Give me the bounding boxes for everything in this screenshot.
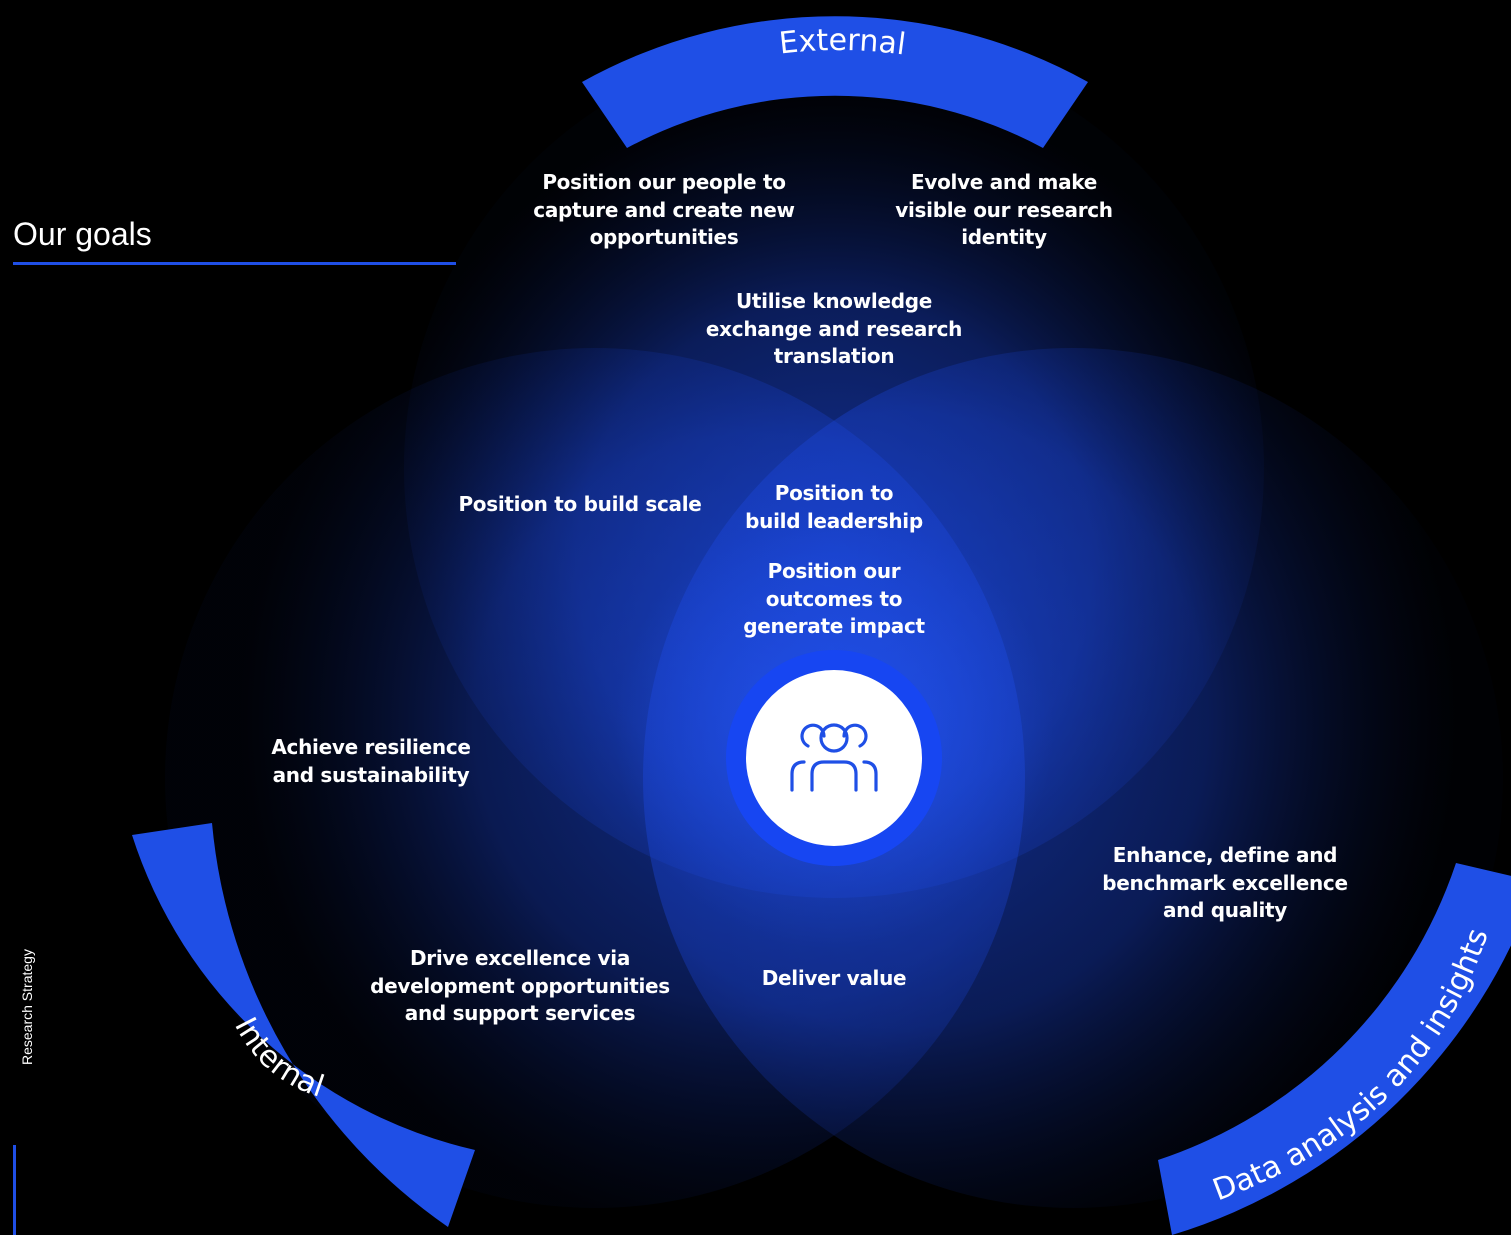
goal-generate-impact: Position our outcomes to generate impact (743, 559, 925, 638)
goal-deliver-value: Deliver value (761, 966, 907, 990)
document-label: Research Strategy (19, 949, 35, 1065)
center-badge (746, 670, 922, 846)
internal-band (132, 823, 475, 1227)
external-band (582, 16, 1088, 149)
goal-resilience: Achieve resilience and sustainability (271, 735, 471, 787)
goal-build-leadership: Position to build leadership (745, 481, 923, 533)
external-band-label: External (777, 23, 907, 63)
title-underline (13, 262, 456, 265)
side-accent-line (13, 1145, 16, 1235)
people-group-icon (790, 723, 878, 792)
goal-drive-excellence: Drive excellence via development opportu… (370, 946, 670, 1025)
page-title: Our goals (13, 216, 152, 252)
goal-evolve-identity: Evolve and make visible our research ide… (895, 170, 1113, 249)
goal-position-people: Position our people to capture and creat… (533, 170, 795, 249)
goal-enhance-excellence: Enhance, define and benchmark excellence… (1102, 843, 1348, 922)
goal-knowledge-exchange: Utilise knowledge exchange and research … (705, 289, 963, 368)
data-analysis-band (1158, 863, 1511, 1235)
goal-build-scale: Position to build scale (458, 492, 702, 516)
